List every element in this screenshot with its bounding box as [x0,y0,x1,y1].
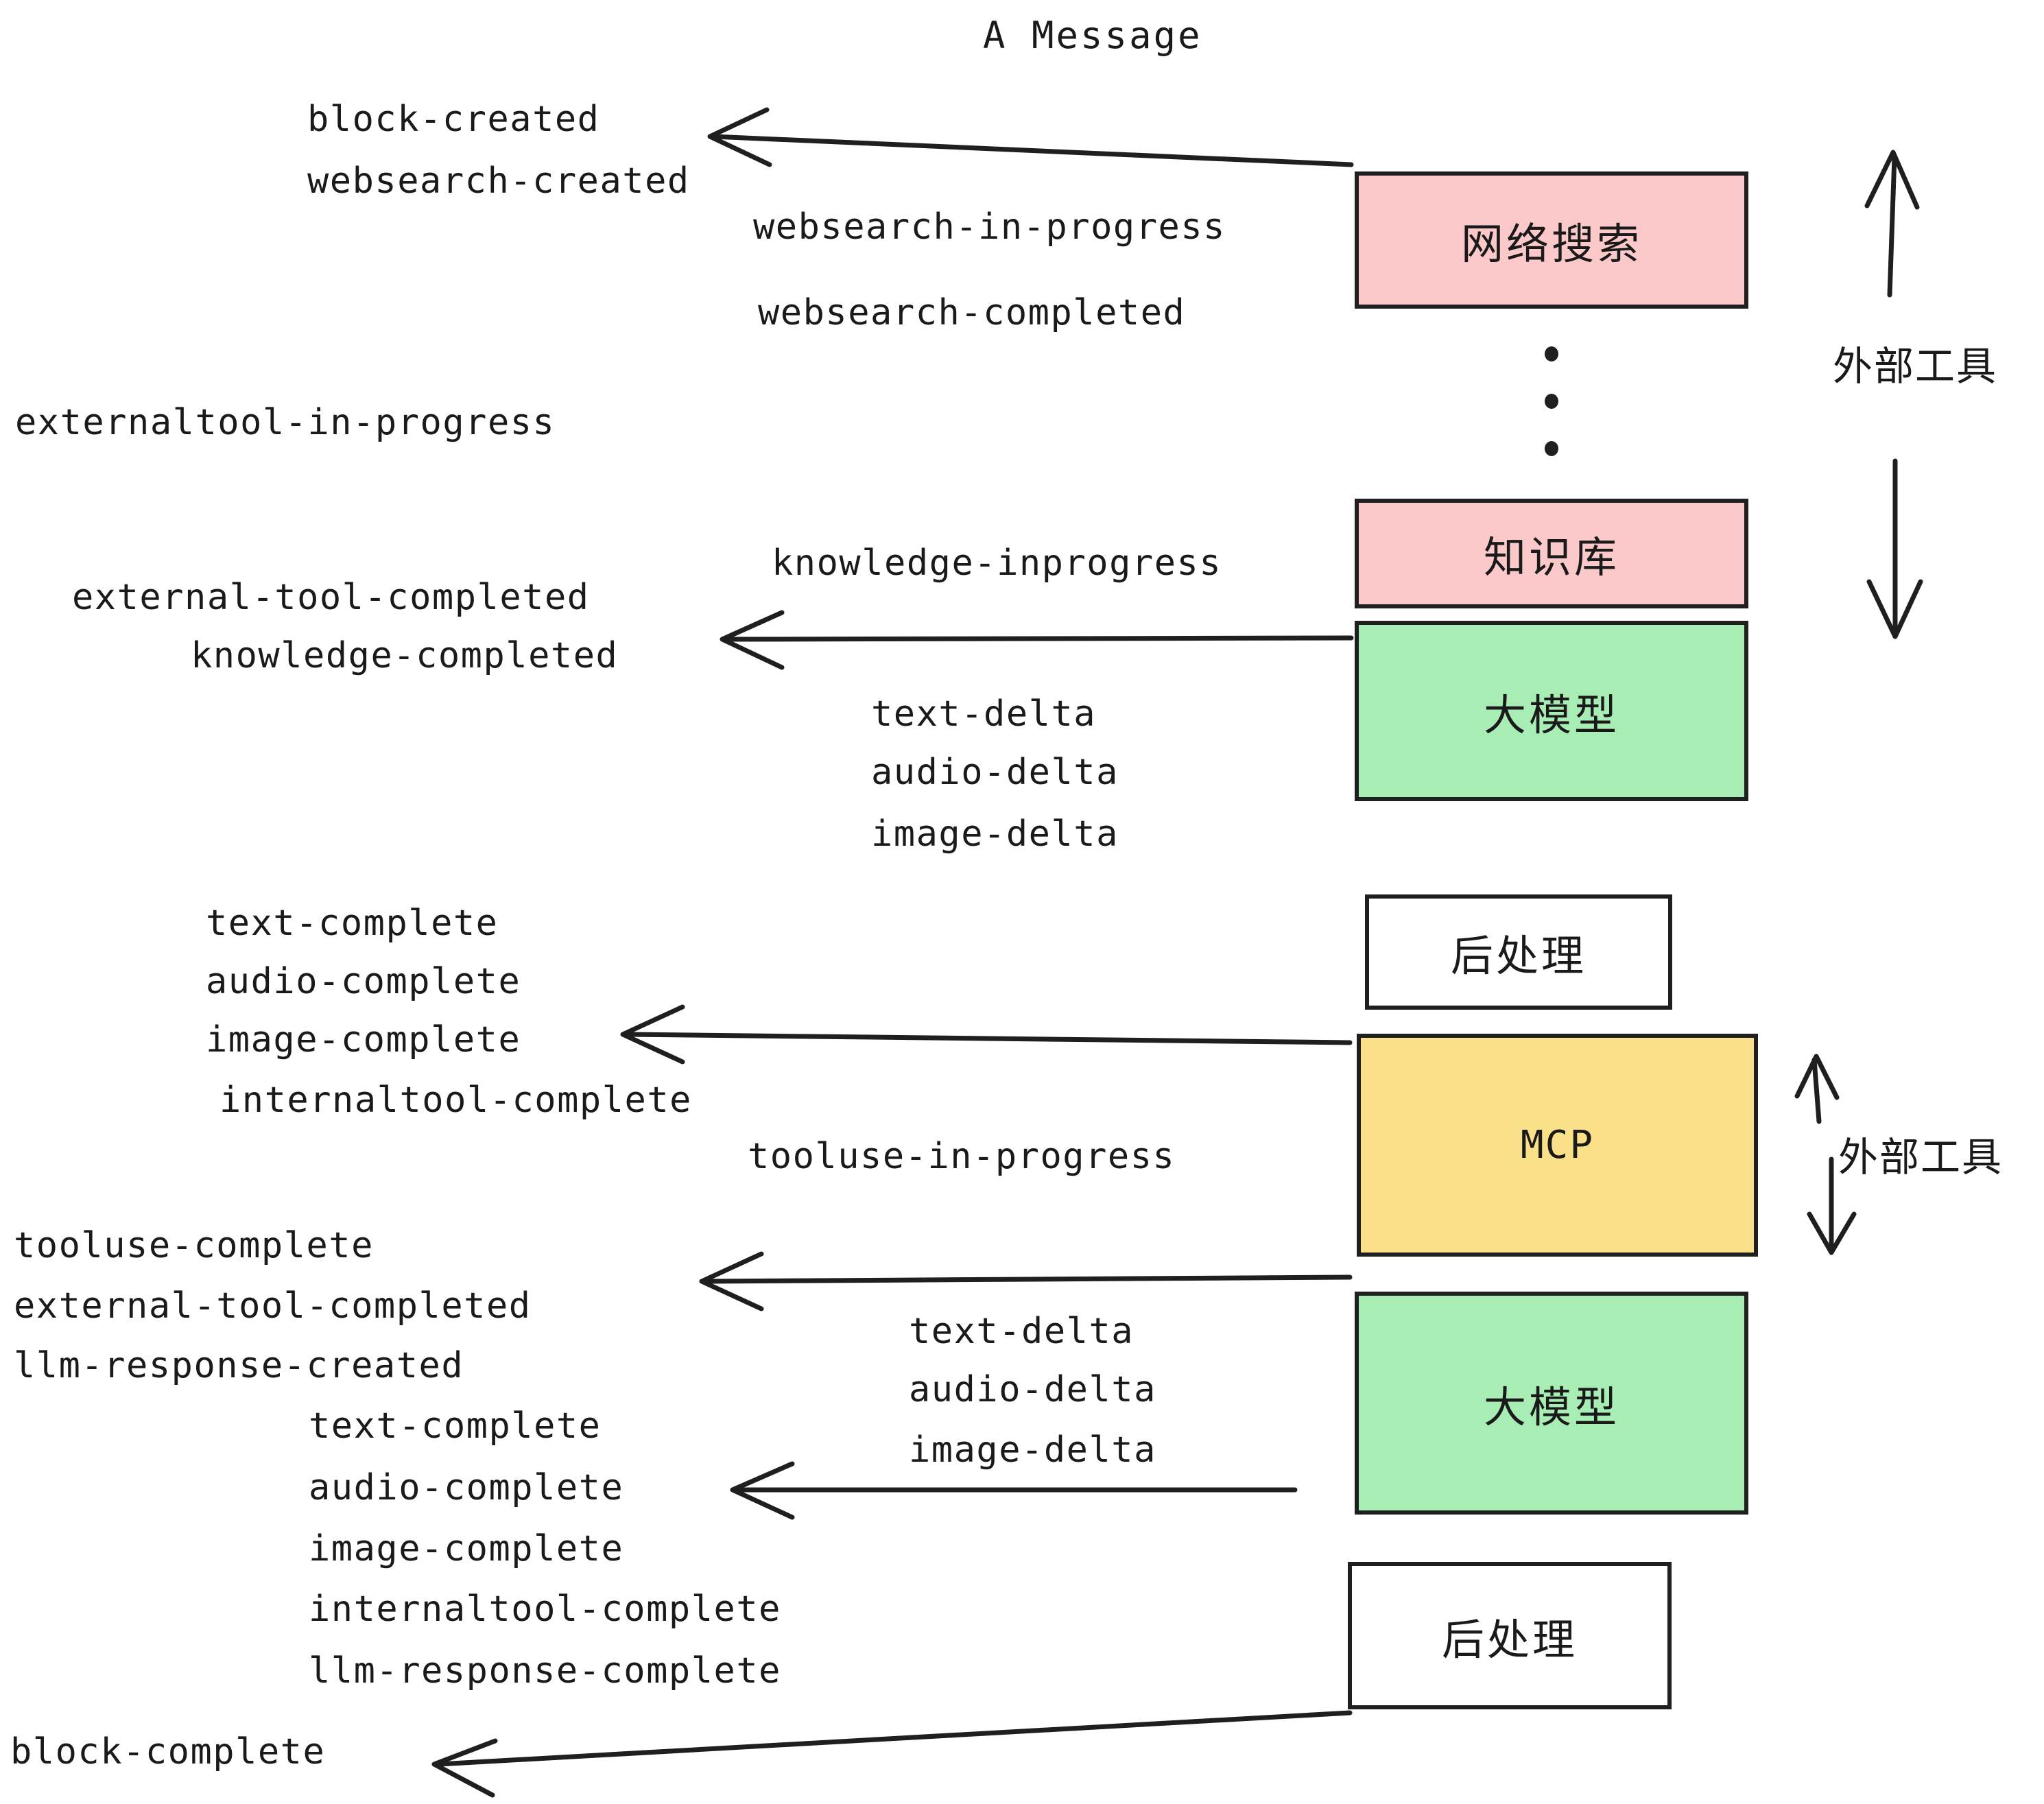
event-label: llm-response-complete [309,1650,781,1692]
event-label: audio-delta [909,1369,1156,1410]
external-tools-label-top: 外部工具 [1833,343,1998,390]
arrow-head [1864,150,1920,210]
event-label: text-delta [909,1311,1134,1352]
event-label: knowledge-completed [191,635,619,676]
arrow-external-tools-up-2 [1811,1057,1822,1124]
arrow-head [1807,1211,1857,1255]
arrow-head [1866,579,1923,639]
arrow-tooluse-complete [704,1274,1353,1284]
arrow-head [431,1738,498,1798]
event-label: externaltool-in-progress [15,402,556,443]
event-label: text-complete [309,1405,602,1447]
arrow-block-complete [436,1710,1353,1767]
vertical-ellipsis [1543,346,1560,456]
event-label: internaltool-complete [309,1589,781,1630]
arrow-knowledge-completed [724,635,1354,642]
arrow-head [730,1461,795,1520]
event-label: audio-delta [871,752,1119,793]
event-label: external-tool-completed [72,577,590,618]
box-postprocess-2[interactable]: 后处理 [1348,1562,1672,1709]
arrow-head [707,107,772,167]
event-label: text-complete [206,903,499,944]
event-label: tooluse-complete [14,1225,374,1266]
event-label: block-created [307,99,600,140]
arrow-head [620,1004,685,1065]
event-label: audio-complete [309,1467,624,1508]
box-postprocess-1[interactable]: 后处理 [1365,894,1672,1010]
box-postprocess-1-label: 后处理 [1450,931,1587,981]
diagram-title: A Message [983,14,1202,57]
box-knowledge-label: 知识库 [1483,532,1619,582]
box-llm-top[interactable]: 大模型 [1355,621,1748,801]
event-label: text-delta [871,693,1097,735]
event-label: tooluse-in-progress [748,1136,1176,1177]
event-label: internaltool-complete [219,1080,692,1121]
event-label: knowledge-inprogress [772,543,1222,584]
box-websearch[interactable]: 网络搜索 [1355,171,1748,309]
event-label: audio-complete [206,961,521,1002]
arrow-head [1794,1054,1840,1100]
arrow-head [699,1251,764,1312]
box-websearch-label: 网络搜索 [1460,219,1642,269]
box-knowledge[interactable]: 知识库 [1355,499,1748,608]
ellipsis-dot [1545,346,1558,361]
event-label: external-tool-completed [14,1285,532,1327]
box-llm-top-label: 大模型 [1483,689,1619,740]
event-label: image-complete [206,1019,521,1060]
ellipsis-dot [1545,394,1558,409]
box-llm-bottom[interactable]: 大模型 [1355,1292,1748,1515]
event-label: websearch-created [307,161,690,202]
box-postprocess-2-label: 后处理 [1441,1614,1578,1665]
arrow-image-complete [625,1032,1353,1045]
box-mcp[interactable]: MCP [1357,1034,1758,1257]
event-label: image-complete [309,1528,624,1569]
event-label: llm-response-created [14,1345,464,1386]
event-label: block-complete [10,1731,326,1772]
box-mcp-label: MCP [1520,1123,1595,1167]
event-label: websearch-completed [758,292,1186,333]
ellipsis-dot [1545,441,1558,456]
event-label: image-delta [909,1429,1156,1471]
external-tools-label-bottom: 外部工具 [1838,1134,2004,1180]
arrow-head [720,610,785,670]
event-label: image-delta [871,814,1119,855]
arrow-external-tools-up [1887,154,1897,298]
arrow-websearch-created [711,134,1354,167]
event-label: websearch-in-progress [753,206,1226,248]
box-llm-bottom-label: 大模型 [1483,1381,1619,1432]
